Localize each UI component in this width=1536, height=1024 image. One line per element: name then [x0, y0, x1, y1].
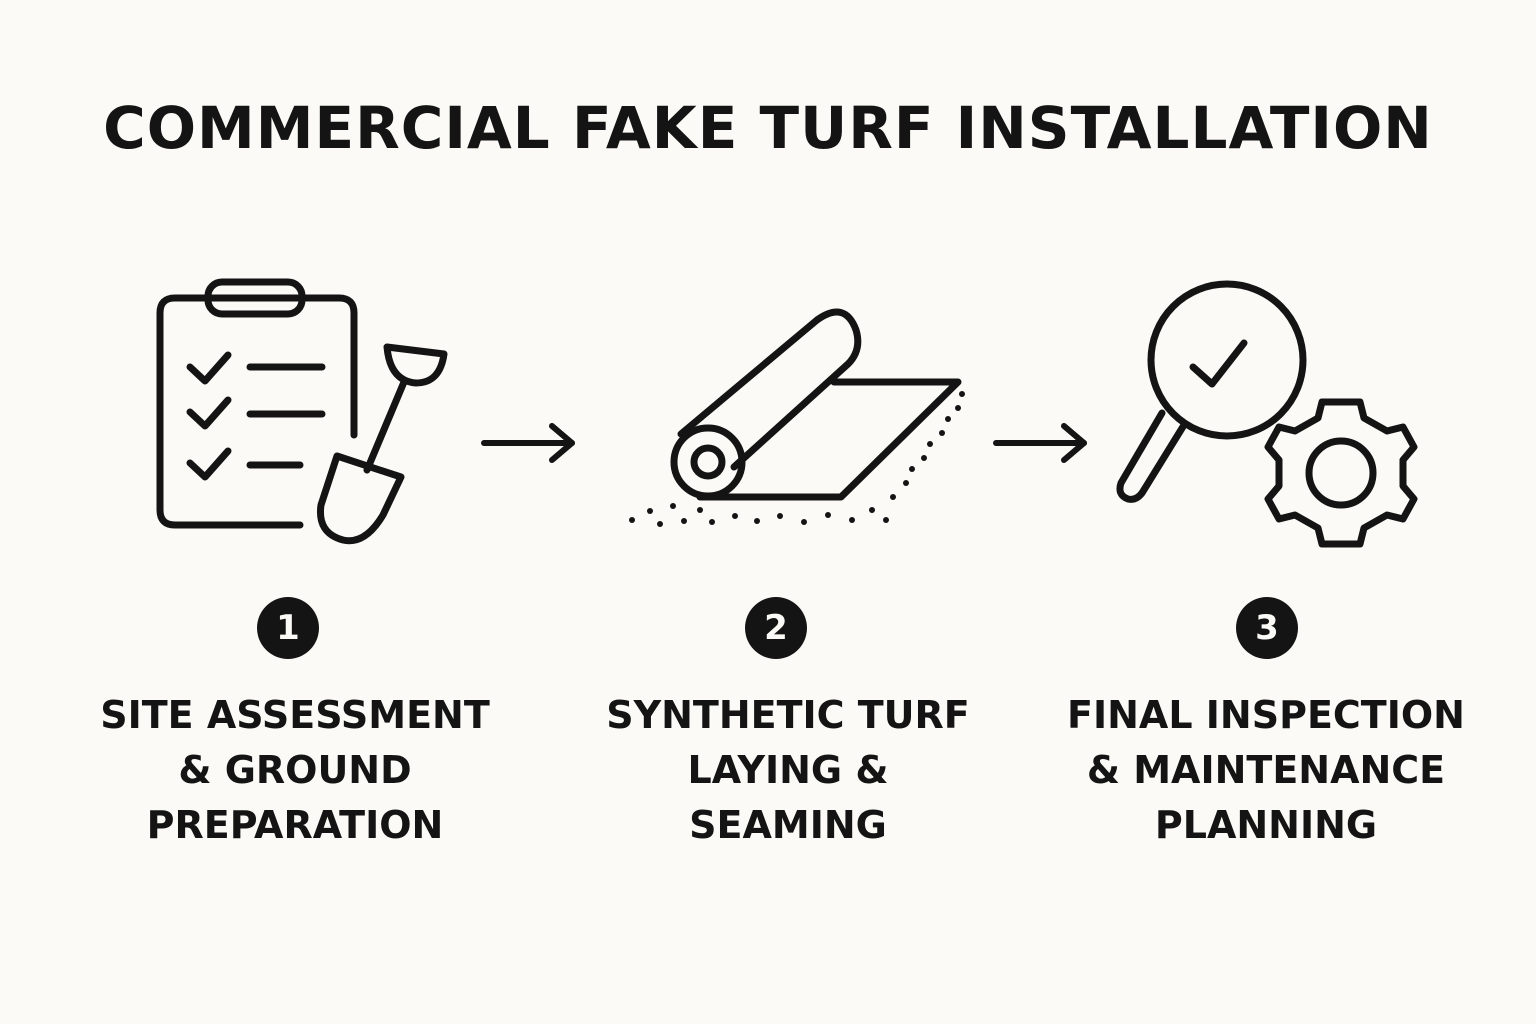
step-number-badge: 2 [745, 597, 807, 659]
step-number-badge: 1 [257, 597, 319, 659]
step-label-line: LAYING & [687, 748, 889, 792]
page-title: COMMERCIAL FAKE TURF INSTALLATION [103, 94, 1433, 162]
step-label-line: & MAINTENANCE [1086, 748, 1446, 792]
magnifier-gear-icon [1116, 280, 1418, 548]
step-label-line: & GROUND [178, 748, 412, 792]
dirt-dots [629, 391, 965, 527]
shovel-icon [316, 343, 448, 545]
step-number-badge: 3 [1236, 597, 1298, 659]
step-label-line: PLANNING [1154, 803, 1378, 847]
step-label-line: FINAL INSPECTION [1067, 693, 1465, 737]
step-label-line: SEAMING [689, 803, 887, 847]
gear-icon [1264, 398, 1418, 548]
turf-roll-icon [629, 308, 965, 527]
step-label-line: SYNTHETIC TURF [606, 693, 970, 737]
clipboard-shovel-icon [156, 278, 448, 545]
step-label: SYNTHETIC TURF LAYING & SEAMING [548, 688, 1028, 853]
step-label: FINAL INSPECTION & MAINTENANCE PLANNING [1026, 688, 1506, 853]
step-label-line: PREPARATION [146, 803, 444, 847]
magnifier-icon [1116, 280, 1307, 503]
clipboard-icon [156, 278, 358, 529]
arrow-right-icon [993, 423, 1087, 463]
step-label: SITE ASSESSMENT & GROUND PREPARATION [55, 688, 535, 853]
step-label-line: SITE ASSESSMENT [100, 693, 490, 737]
arrow-right-icon [481, 423, 575, 463]
